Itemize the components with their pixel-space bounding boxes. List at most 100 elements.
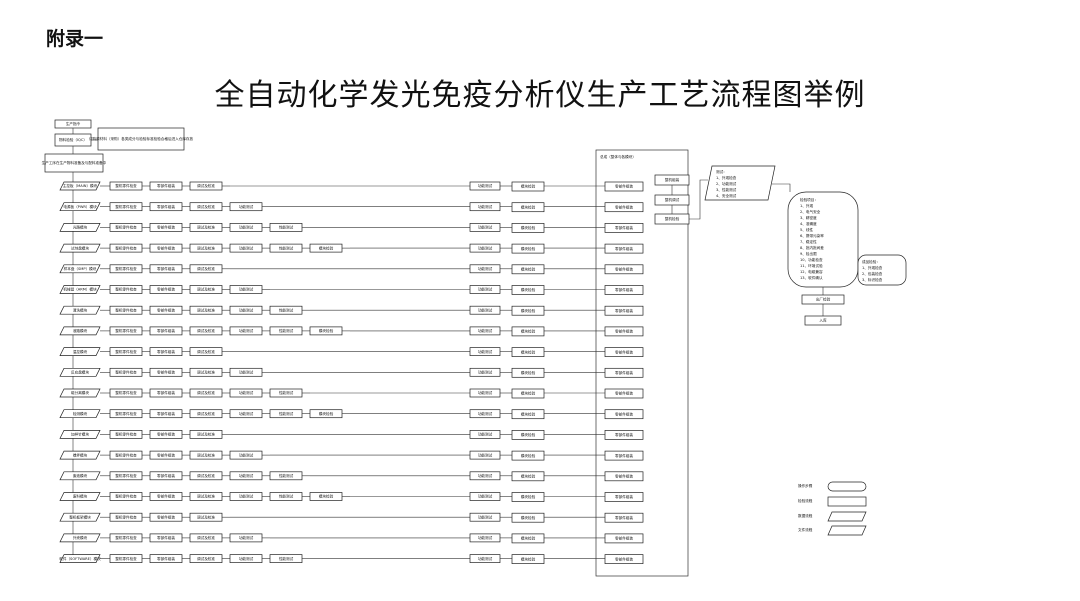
inspect-box-15-label: 模块检验 <box>521 494 536 499</box>
step-7-5-label: 模块检验 <box>319 328 334 333</box>
module-row-4 <box>59 264 101 274</box>
step-3-5-label: 模块检验 <box>319 245 334 250</box>
conn-to-inspect <box>772 183 791 192</box>
step-3-2-label: 调试及校准 <box>197 245 215 250</box>
test-box-12-label: 功能测试 <box>478 432 493 437</box>
asm-step-7-label: 零部件组装 <box>615 329 633 334</box>
module-row-9-label: 反应盘模块 <box>71 370 89 375</box>
module-row-14-label: 废液模块 <box>73 473 88 478</box>
step-7-4-label: 性能测试 <box>279 328 294 333</box>
appendix-label: 附录一 <box>46 28 104 50</box>
module-row-18-label: 软件（SOFTWARE）模块 <box>59 556 101 561</box>
step-3-0-label: 整机零件检查 <box>115 245 137 250</box>
step-11-0-label: 整机零件检查 <box>115 411 137 416</box>
test-box-18-label: 功能测试 <box>478 556 493 561</box>
asm-step-11-label: 零部件组装 <box>615 411 633 416</box>
step-8-1-label: 零部件组装 <box>157 349 175 354</box>
step-0-2-label: 调试及校准 <box>197 183 215 188</box>
step-17-0-label: 整机零件检查 <box>115 535 137 540</box>
assembly-title: 总成（整体与各模块） <box>600 154 636 159</box>
note-box <box>97 127 185 151</box>
module-row-3-label: 试剂盘模块 <box>71 245 89 250</box>
inspect-box-1 <box>511 202 545 213</box>
inspect-box-2 <box>511 223 545 233</box>
asm-step-1 <box>604 202 644 213</box>
test-box-4-label: 功能测试 <box>478 266 493 271</box>
asm-step-16 <box>604 512 644 523</box>
conn-to-test <box>689 179 708 220</box>
asm-step-7 <box>604 326 644 337</box>
final-inspect-label: 整机检验 <box>665 216 680 221</box>
step-7-1-label: 零部件组装 <box>157 328 175 333</box>
module-row-16 <box>59 512 101 522</box>
step-10-3-label: 功能测试 <box>239 390 254 395</box>
asm-step-3-label: 零部件组装 <box>615 246 633 251</box>
inspect-box-6 <box>511 305 545 316</box>
step-7-0-label: 整机零件检查 <box>115 328 137 333</box>
step-11-1-label: 零部件组装 <box>157 411 175 416</box>
step-10-1-label: 零部件组装 <box>157 390 175 395</box>
test-box-3-label: 功能测试 <box>478 245 493 250</box>
module-row-0-label: 主控板（MAIN）模块 <box>63 183 98 188</box>
step-2-3-label: 功能测试 <box>239 225 254 230</box>
step-5-0-label: 整机零件检查 <box>115 287 137 292</box>
inspect-item-5: 6、携带污染率 <box>800 233 824 238</box>
final-assembly-label: 整机组装 <box>665 177 680 182</box>
step-4-2-label: 调试及校准 <box>197 266 215 271</box>
asm-step-0 <box>604 181 644 192</box>
module-row-7 <box>59 326 101 336</box>
step-5-3-label: 功能测试 <box>239 287 254 292</box>
side-note-item-1: 1、外观检查 <box>862 265 883 270</box>
start-box-label: 生产指令 <box>66 121 81 126</box>
inspect-box-2-label: 模块检验 <box>521 225 536 230</box>
prep-box-label: 生产工序在生产物料准备及与配料准备中 <box>42 160 107 165</box>
test-box-15-label: 功能测试 <box>478 494 493 499</box>
step-18-0-label: 整机零件检查 <box>115 556 137 561</box>
inspect-item-0: 1、外观 <box>800 203 813 208</box>
iqc-box-label: 物料检验（IQC） <box>59 137 87 142</box>
inspect-box-11 <box>511 409 545 420</box>
inspect-box-8-label: 模块检验 <box>521 349 536 354</box>
step-14-1-label: 零部件组装 <box>157 473 175 478</box>
asm-step-15-label: 零部件组装 <box>615 494 633 499</box>
step-13-2-label: 调试及校准 <box>197 452 215 457</box>
inspect-box-13-label: 模块检验 <box>521 453 536 458</box>
step-1-1-label: 零部件组装 <box>157 204 175 209</box>
test-box-0-label: 功能测试 <box>478 183 493 188</box>
inspect-box-17 <box>511 533 545 544</box>
test-box-14-label: 功能测试 <box>478 473 493 478</box>
test-box-16-label: 功能测试 <box>478 514 493 519</box>
asm-step-11 <box>604 409 644 420</box>
module-row-10 <box>59 388 101 398</box>
step-6-1-label: 零部件组装 <box>157 307 175 312</box>
asm-step-2 <box>604 223 644 233</box>
test-box-5-label: 功能测试 <box>478 287 493 292</box>
step-14-4-label: 性能测试 <box>279 473 294 478</box>
asm-step-4 <box>604 264 644 275</box>
module-row-6 <box>59 305 101 315</box>
module-row-18 <box>59 554 101 563</box>
step-2-1-label: 零部件组装 <box>157 225 175 230</box>
step-5-2-label: 调试及校准 <box>197 287 215 292</box>
module-row-11-label: 检测模块 <box>73 411 88 416</box>
module-row-0 <box>59 181 101 191</box>
asm-step-12-label: 零部件组装 <box>615 432 633 437</box>
step-5-1-label: 零部件组装 <box>157 287 175 292</box>
inspect-item-1: 2、电气安全 <box>800 209 821 214</box>
asm-step-4-label: 零部件组装 <box>615 267 633 272</box>
step-6-0-label: 整机零件检查 <box>115 307 137 312</box>
test-list-item-0: 测试： <box>716 169 727 174</box>
inspect-box-0 <box>511 181 545 192</box>
inspect-box-12-label: 模块检验 <box>521 432 536 437</box>
module-row-1 <box>59 202 101 212</box>
inspect-box-3 <box>511 243 545 254</box>
module-row-13 <box>59 450 101 460</box>
asm-step-15 <box>604 492 644 502</box>
inspect-box-3-label: 模块检验 <box>521 246 536 251</box>
asm-step-12 <box>604 430 644 440</box>
inspect-box-4-label: 模块检验 <box>521 267 536 272</box>
side-note-item-3: 3、标识检查 <box>862 277 883 282</box>
step-13-0-label: 整机零件检查 <box>115 452 137 457</box>
step-11-4-label: 性能测试 <box>279 411 294 416</box>
